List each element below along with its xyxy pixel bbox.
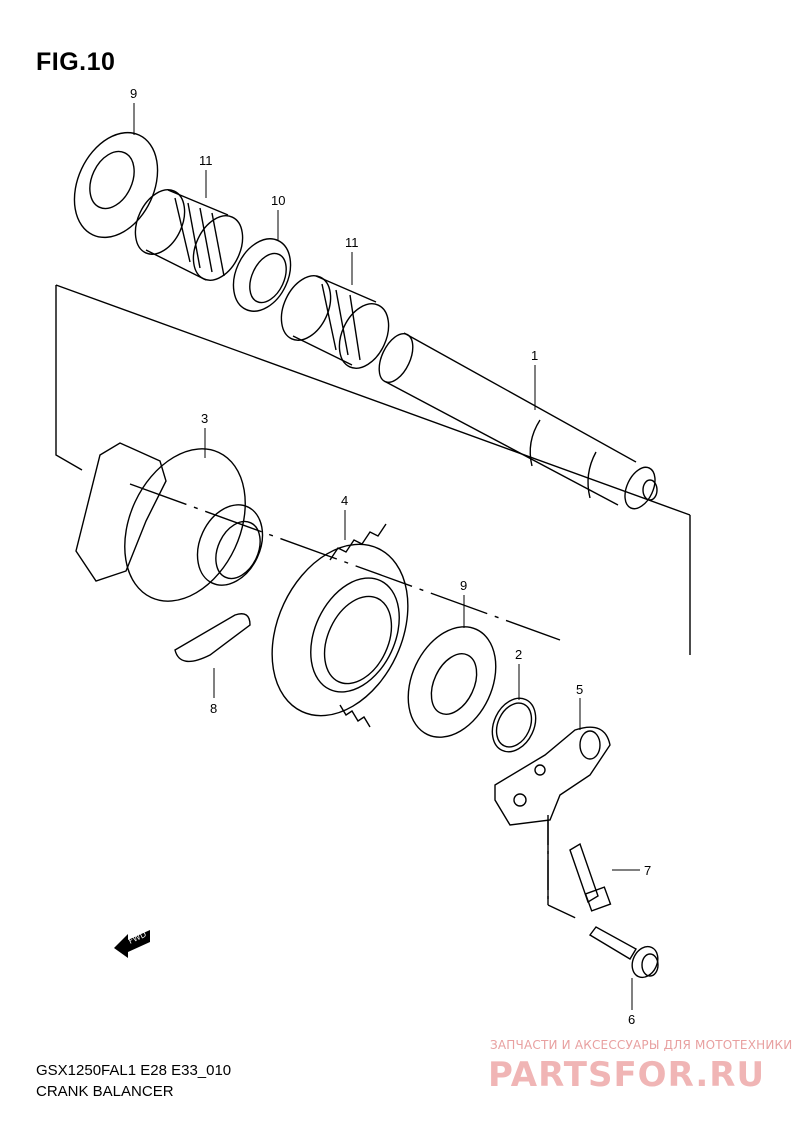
- balancer-weight-part-3: [75, 442, 264, 602]
- callout-8: 8: [210, 701, 217, 716]
- callout-3: 3: [201, 411, 208, 426]
- callout-5: 5: [576, 682, 583, 697]
- callout-4: 4: [341, 493, 348, 508]
- callout-2: 2: [515, 647, 522, 662]
- assembly-frame-lines: [55, 284, 691, 921]
- driven-gear-part-4: [271, 523, 409, 728]
- watermark-tagline: ЗАПЧАСТИ И АКСЕССУАРЫ ДЛЯ МОТОТЕХНИКИ: [490, 1038, 793, 1052]
- key-part-8: [174, 613, 251, 663]
- clamp-lever-part-5: [494, 726, 611, 826]
- callout-10: 10: [271, 193, 285, 208]
- spacer-part-10: [232, 238, 292, 312]
- bolt-part-7: [569, 842, 612, 912]
- balancer-shaft-part-1: [378, 332, 658, 510]
- callout-6: 6: [628, 1012, 635, 1027]
- callout-11-upper: 11: [199, 153, 213, 168]
- assembly-caption: CRANK BALANCER: [36, 1083, 174, 1100]
- callout-1: 1: [531, 348, 538, 363]
- o-ring-part-2: [491, 697, 537, 753]
- callout-9-upper: 9: [130, 86, 137, 101]
- needle-bearing-upper-part-11: [134, 189, 244, 281]
- watermark-logo: PARTSFOR.RU: [488, 1055, 766, 1095]
- washer-lower-part-9: [407, 626, 497, 738]
- fwd-arrow-icon: FWD: [114, 930, 150, 958]
- callout-11-lower: 11: [345, 235, 359, 250]
- model-code: GSX1250FAL1 E28 E33_010: [36, 1062, 232, 1079]
- needle-bearing-lower-part-11: [280, 275, 390, 369]
- callout-7: 7: [644, 863, 651, 878]
- washer-upper-part-9: [73, 131, 159, 239]
- figure-title: FIG.10: [36, 48, 116, 76]
- callout-leader-lines: [133, 103, 640, 1010]
- flange-bolt-part-6: [588, 926, 659, 979]
- callout-9-lower: 9: [460, 578, 467, 593]
